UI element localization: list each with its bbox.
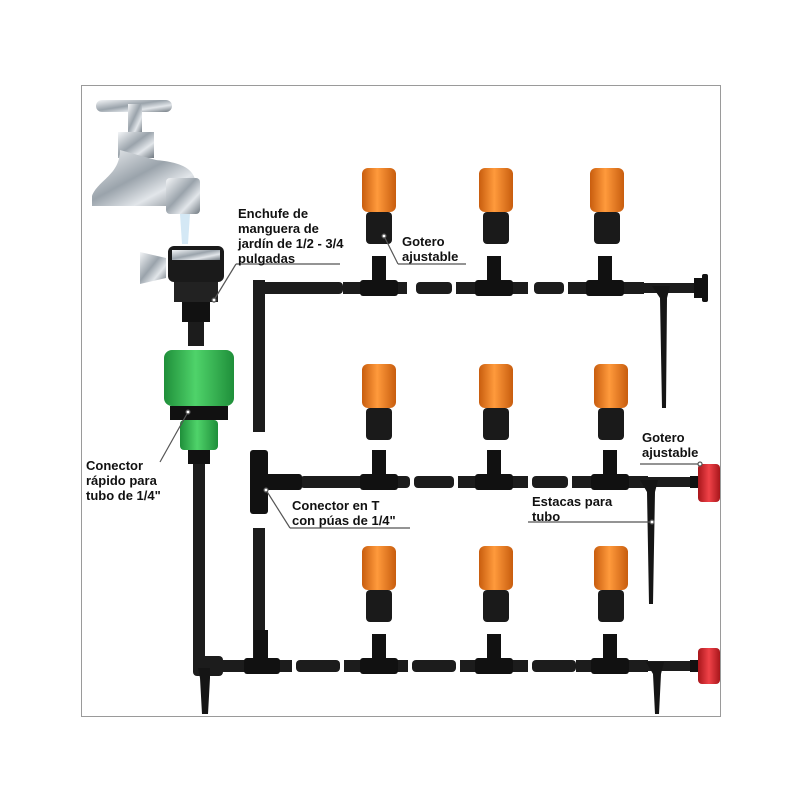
pointer-lines [159,233,703,529]
hose-connector [140,246,224,346]
label-stakes: Estacas para tubo [532,494,613,524]
label-hose-connector: Enchufe de manguera de jardín de 1/2 - 3… [238,206,344,266]
quick-connector [164,350,234,464]
adjustable-drippers [362,168,628,622]
tee-connectors [244,256,629,674]
label-dripper-right: Gotero ajustable [642,430,699,460]
image-frame [81,85,721,717]
label-quick-connector: Conector rápido para tubo de 1/4" [86,458,161,503]
label-dripper-top: Gotero ajustable [402,234,459,264]
label-tee-connector: Conector en T con púas de 1/4" [292,498,396,528]
tube-stakes [198,286,670,714]
faucet [92,100,200,244]
end-drippers [690,274,720,684]
